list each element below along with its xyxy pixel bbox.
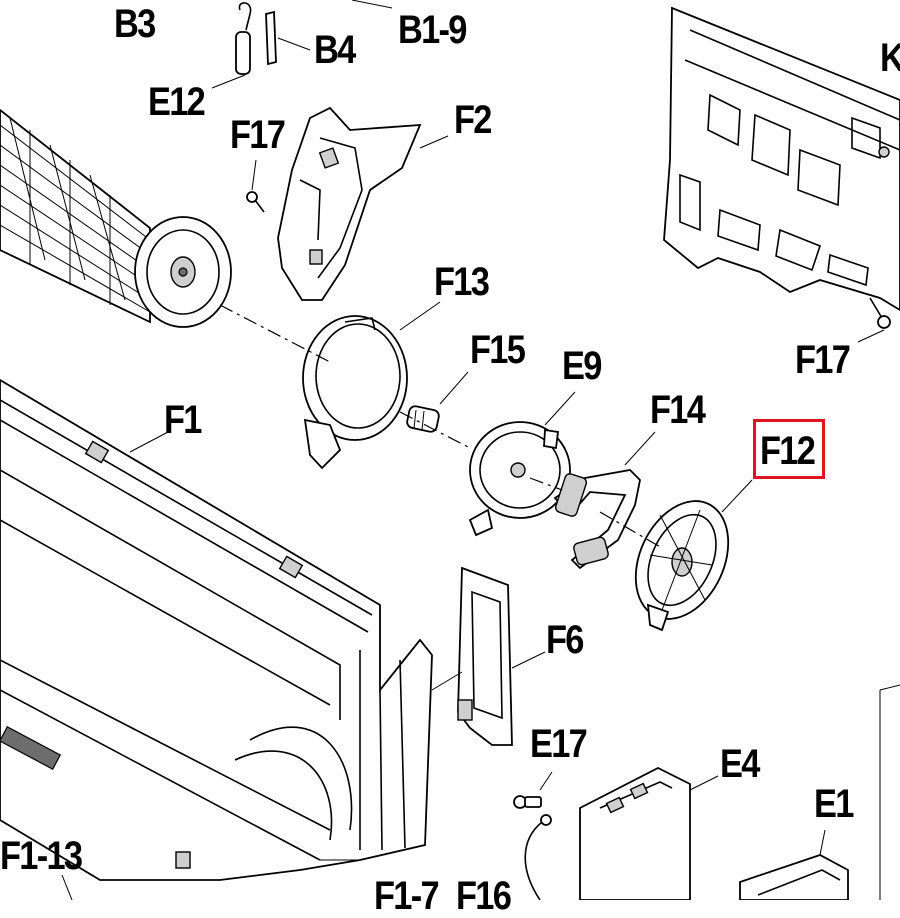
cross-flow-fan [0,108,232,328]
label-b3: B3 [114,2,156,46]
back-plate-k [663,6,900,312]
label-e1: E1 [814,782,854,826]
front-frame-f1 [0,378,433,900]
label-b1-9: B1-9 [398,8,467,52]
control-box-e4 [579,766,719,900]
label-f17-top: F17 [230,113,286,157]
coupling-f15 [406,371,469,433]
label-e9: E9 [562,344,602,388]
label-k: K [880,38,900,78]
motor-cover-f12 [634,479,753,632]
screw-f17-top [246,159,265,213]
label-f1-7: F1-7 [374,874,440,918]
label-f2: F2 [454,98,492,142]
motor-clamp-f14 [553,431,656,570]
label-f17-right: F17 [795,338,851,382]
label-f1: F1 [164,398,202,442]
side-bracket-f6 [431,566,546,746]
label-f13: F13 [434,260,490,304]
electrical-box-e1 [739,684,900,900]
label-b4: B4 [314,28,356,72]
highlight-box-f12 [753,419,825,479]
label-f14: F14 [650,388,706,432]
bearing-bracket-f2 [277,106,449,301]
shaft-center-line [219,304,663,549]
label-e17: E17 [530,722,588,766]
label-f6: F6 [546,618,584,662]
label-f15: F15 [470,328,526,372]
label-f12: F12 [760,429,816,473]
label-e4: E4 [720,742,760,786]
screw-f17-right [857,297,891,343]
top-small-parts [211,0,393,89]
label-f16: F16 [456,874,512,918]
label-e12: E12 [148,80,206,124]
bearing-ring-f13 [302,301,441,470]
label-f1-13: F1-13 [0,834,83,878]
screw-e17-and-ground-wire [513,771,553,900]
fan-motor-e9 [468,391,576,537]
